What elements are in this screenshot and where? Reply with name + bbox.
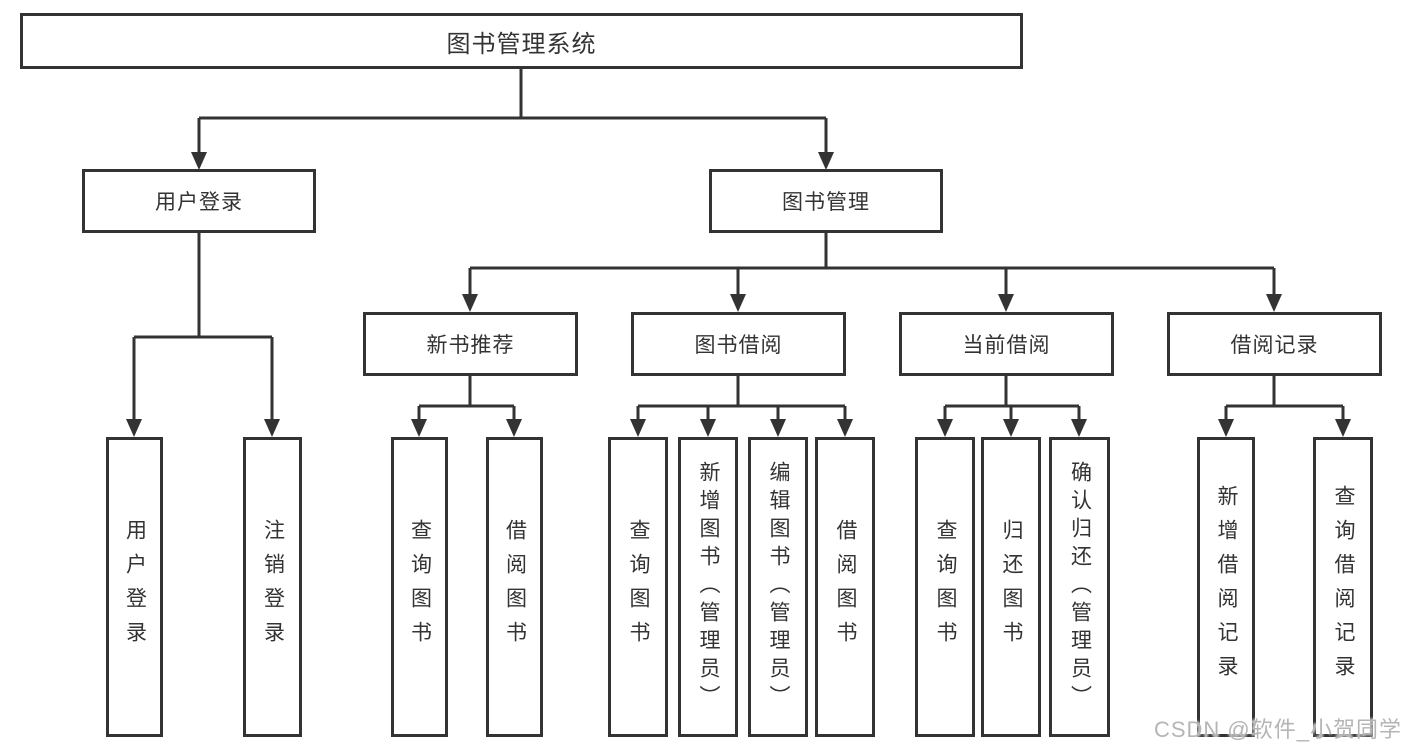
leaf-return-books: 归还图书 — [981, 437, 1041, 737]
connector-book-borrowing-to-leaves — [630, 376, 853, 437]
leaf-query-books-borrowing: 查询图书 — [608, 437, 668, 737]
connector-book-management-to-level3 — [462, 233, 1282, 312]
leaf-query-borrow-record: 查询借阅记录 — [1313, 437, 1373, 737]
connector-borrowing-records-to-leaves — [1218, 376, 1351, 437]
node-book-borrowing: 图书借阅 — [631, 312, 846, 376]
leaf-query-books-current: 查询图书 — [915, 437, 975, 737]
connector-user-login-to-leaves — [126, 233, 280, 437]
csdn-watermark: CSDN @软件_小贺同学 — [1153, 717, 1402, 742]
leaf-confirm-return-admin: 确认归还（管理员） — [1049, 437, 1110, 737]
node-library-system: 图书管理系统 — [20, 13, 1023, 69]
leaf-borrow-books-borrowing: 借阅图书 — [815, 437, 875, 737]
leaf-edit-books-admin: 编辑图书（管理员） — [748, 437, 808, 737]
connector-root-to-level2 — [191, 69, 834, 170]
leaf-borrow-books-recommend: 借阅图书 — [486, 437, 543, 737]
leaf-query-books-recommend: 查询图书 — [391, 437, 448, 737]
node-user-login: 用户登录 — [82, 169, 316, 233]
node-book-management: 图书管理 — [709, 169, 943, 233]
node-new-book-recommendation: 新书推荐 — [363, 312, 578, 376]
leaf-user-login: 用户登录 — [106, 437, 163, 737]
connector-current-borrowing-to-leaves — [937, 376, 1087, 437]
leaf-logout: 注销登录 — [243, 437, 302, 737]
leaf-add-borrow-record: 新增借阅记录 — [1197, 437, 1255, 737]
leaf-add-books-admin: 新增图书（管理员） — [678, 437, 738, 737]
connector-new-book-recommendation-to-leaves — [411, 376, 522, 437]
node-borrowing-records: 借阅记录 — [1167, 312, 1382, 376]
node-current-borrowing: 当前借阅 — [899, 312, 1114, 376]
